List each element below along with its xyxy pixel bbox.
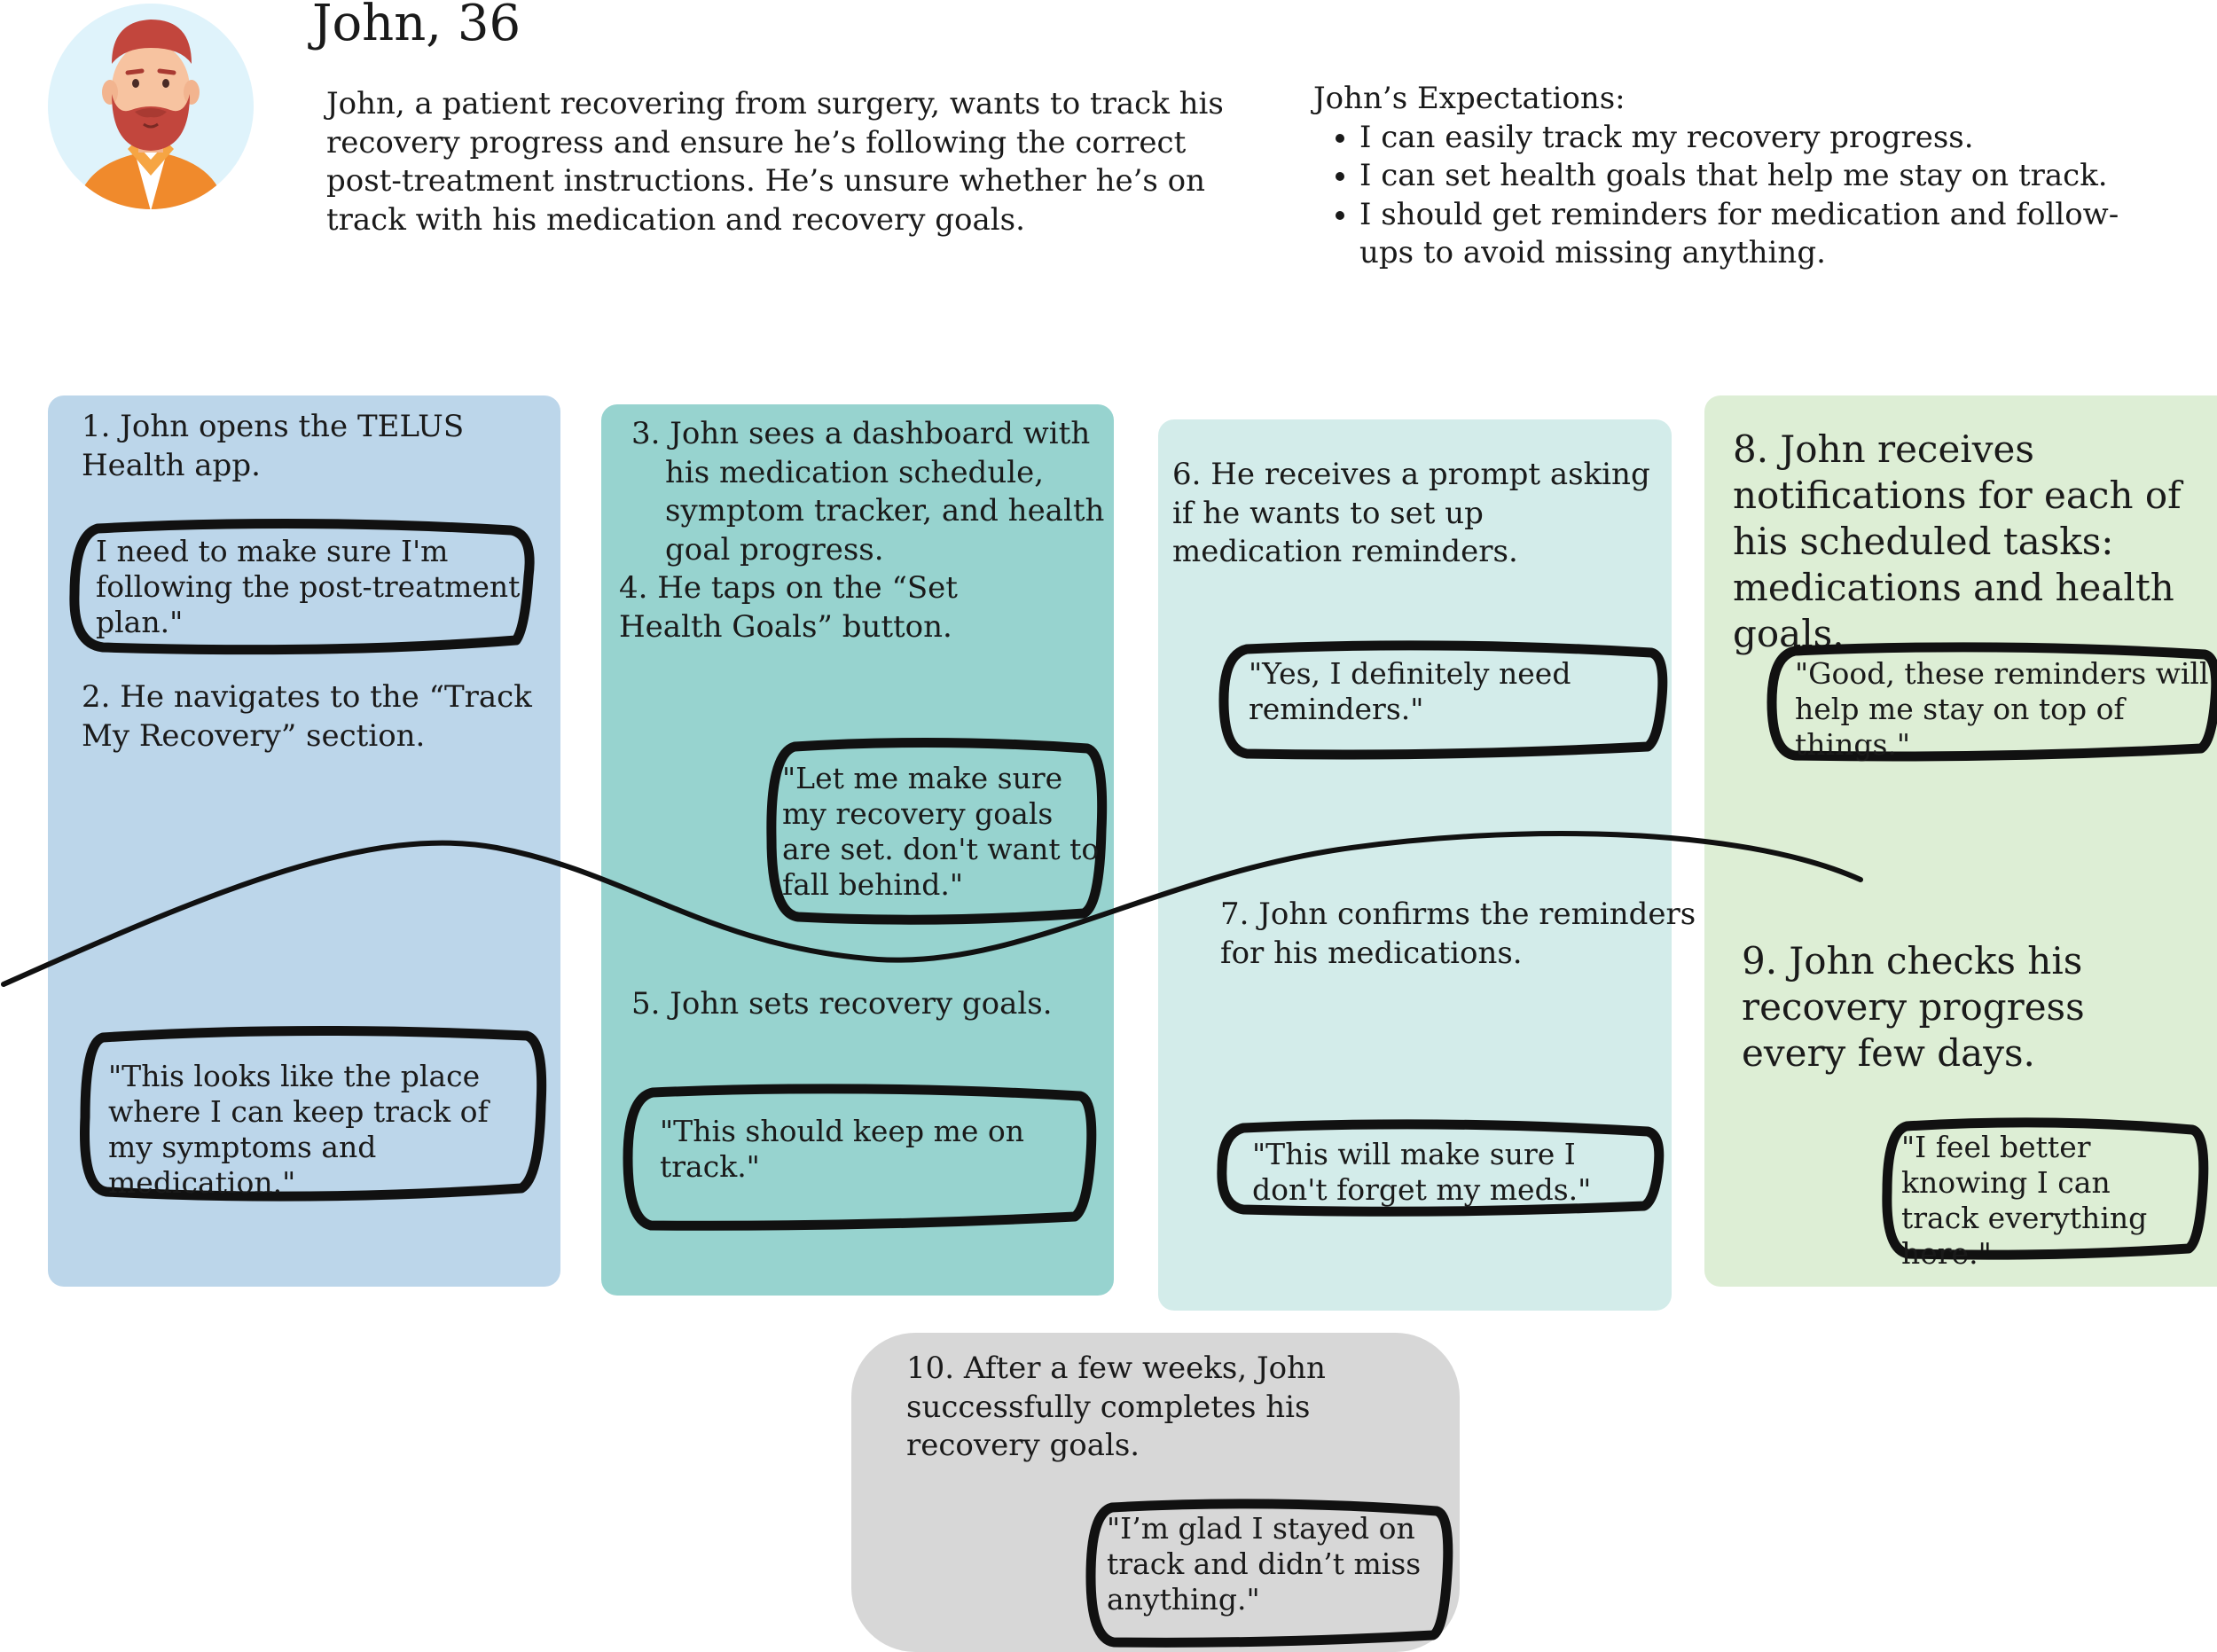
step-4: 4. He taps on the “Set Health Goals” but… — [619, 570, 958, 645]
expectation-item: I should get reminders for medication an… — [1359, 196, 2165, 273]
avatar — [46, 2, 255, 211]
quote-text: "Yes, I definitely need reminders." — [1249, 656, 1571, 726]
step-7: 7. John confirms the reminders for his m… — [1220, 896, 1696, 971]
stage-panel-5 — [851, 1333, 1460, 1652]
step-1: 1. John opens the TELUS Health app. — [82, 409, 465, 483]
quote-bubble-6: "This will make sure I don't forget my m… — [1215, 1119, 1665, 1217]
quote-bubble-4: "This should keep me on track." — [621, 1084, 1097, 1234]
quote-text: "This looks like the place where I can k… — [108, 1059, 489, 1200]
expectation-item: I can easily track my recovery progress. — [1359, 119, 2165, 158]
step-3: 3. John sees a dashboard with his medica… — [631, 416, 1105, 568]
quote-bubble-3: "Let me make sure my recovery goals are … — [759, 737, 1108, 928]
quote-text: I need to make sure I'm following the po… — [96, 534, 521, 639]
quote-text: "This should keep me on track." — [660, 1114, 1025, 1184]
persona-description: John, a patient recovering from surgery,… — [326, 86, 1224, 238]
quote-text: "Good, these reminders will help me stay… — [1795, 656, 2209, 762]
persona-name: John, 36 — [312, 0, 521, 52]
expectation-item: I can set health goals that help me stay… — [1359, 157, 2165, 196]
step-10: 10. After a few weeks, John successfully… — [906, 1351, 1326, 1463]
quote-bubble-2: "This looks like the place where I can k… — [76, 1025, 547, 1206]
expectations-title: John’s Expectations: — [1313, 81, 1626, 116]
quote-bubble-1: I need to make sure I'm following the po… — [67, 518, 537, 656]
quote-bubble-8: "I feel better knowing I can track every… — [1880, 1117, 2209, 1271]
quote-bubble-9: "I’m glad I stayed on track and didn’t m… — [1084, 1499, 1453, 1648]
expectations-list: I can easily track my recovery progress.… — [1313, 119, 2165, 273]
step-8: 8. John receives notifications for each … — [1733, 427, 2182, 655]
quote-text: "Let me make sure my recovery goals are … — [782, 761, 1100, 902]
quote-bubble-5: "Yes, I definitely need reminders." — [1217, 640, 1668, 760]
step-2: 2. He navigates to the “Track My Recover… — [82, 679, 532, 754]
step-9: 9. John checks his recovery progress eve… — [1742, 939, 2085, 1075]
step-5: 5. John sets recovery goals. — [631, 986, 1053, 1022]
quote-bubble-7: "Good, these reminders will help me stay… — [1765, 642, 2217, 762]
quote-text: "This will make sure I don't forget my m… — [1252, 1137, 1592, 1207]
expectations: John’s Expectations: I can easily track … — [1313, 80, 2165, 273]
step-6: 6. He receives a prompt asking if he wan… — [1172, 457, 1650, 569]
quote-text: "I’m glad I stayed on track and didn’t m… — [1107, 1511, 1422, 1617]
quote-text: "I feel better knowing I can track every… — [1901, 1130, 2148, 1271]
